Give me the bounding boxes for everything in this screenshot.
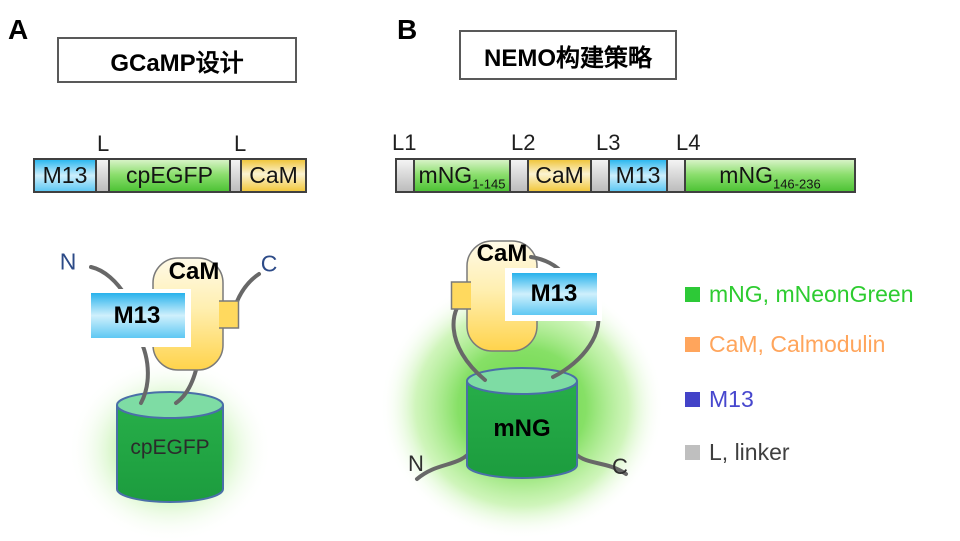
panel-a-title: GCaMP设计 [57,37,297,83]
linker-label-b3: L3 [596,130,621,155]
segment-label: CaM [535,162,584,188]
m13-label-b: M13 [530,280,578,307]
bar-segment-linker-b4 [666,158,686,193]
linker-color-swatch [685,445,700,460]
m13-label-a: M13 [113,302,161,329]
legend-label-m13: M13 [709,386,754,412]
segment-label: cpEGFP [126,162,213,188]
mng-color-swatch [685,287,700,302]
bar-segment-cam-a: CaM [240,158,307,193]
cam-tab-a [219,301,239,328]
gcamp-cartoon [68,257,272,541]
linker-label-b1: L1 [392,130,417,155]
cam-label-a: CaM [168,258,220,285]
n-terminus-label-b: N [408,451,424,476]
construct-bar-gcamp: M13 cpEGFP CaM [33,158,307,193]
linker-label-b2: L2 [511,130,536,155]
segment-label: M13 [615,162,661,188]
linker-label-a1: L [97,131,110,156]
legend-label-cam: CaM, Calmodulin [709,331,886,357]
segment-label: mNG [719,162,773,188]
panel-b-title: NEMO构建策略 [459,30,677,80]
legend-item-linker: L, linker [685,441,790,464]
segment-subscript: 146-236 [772,176,821,192]
bar-segment-linker-b1 [395,158,415,193]
cam-tab-outline-b [450,281,471,310]
cam-color-swatch [685,337,700,352]
panel-b-letter: B [397,14,418,45]
mng-label: mNG [493,415,551,442]
cpegfp-label: cpEGFP [130,436,210,459]
c-terminus-label-a: C [260,250,278,277]
legend-label-linker: L, linker [709,439,790,465]
segment-subscript: 1-145 [472,176,506,192]
legend-item-mng: mNG, mNeonGreen [685,283,914,306]
cam-tab-outline-a [219,300,240,329]
c-terminus-label-b: C [612,454,628,479]
cam-label-b: CaM [476,240,528,267]
segment-label: mNG [418,162,473,188]
bar-segment-linker-b3 [590,158,610,193]
mng-barrel-top [466,367,578,395]
bar-segment-mng-1-145: mNG1-145 [413,158,511,193]
cam-tab-b [451,282,471,309]
bar-segment-m13-a: M13 [33,158,97,193]
n-terminus-label-a: N [59,248,77,275]
segment-label: CaM [249,162,298,188]
panel-a-letter: A [8,14,29,45]
nemo-cartoon [380,240,664,539]
linker-label-a2: L [234,131,247,156]
m13-box-b [512,273,597,315]
linker-label-b4: L4 [676,130,701,155]
construct-bar-nemo: mNG1-145 CaM M13 mNG146-236 [395,158,856,193]
m13-box-a [91,293,185,338]
bar-segment-cpegfp: cpEGFP [108,158,231,193]
bar-segment-m13-b: M13 [608,158,668,193]
m13-color-swatch [685,392,700,407]
cpegfp-barrel-top [116,391,224,419]
legend-label-mng: mNG, mNeonGreen [709,281,914,307]
bar-segment-linker-b2 [509,158,529,193]
legend-item-cam: CaM, Calmodulin [685,333,885,356]
segment-label: M13 [42,162,88,188]
bar-segment-mng-146-236: mNG146-236 [684,158,856,193]
bar-segment-cam-b: CaM [527,158,592,193]
legend-item-m13: M13 [685,388,754,411]
